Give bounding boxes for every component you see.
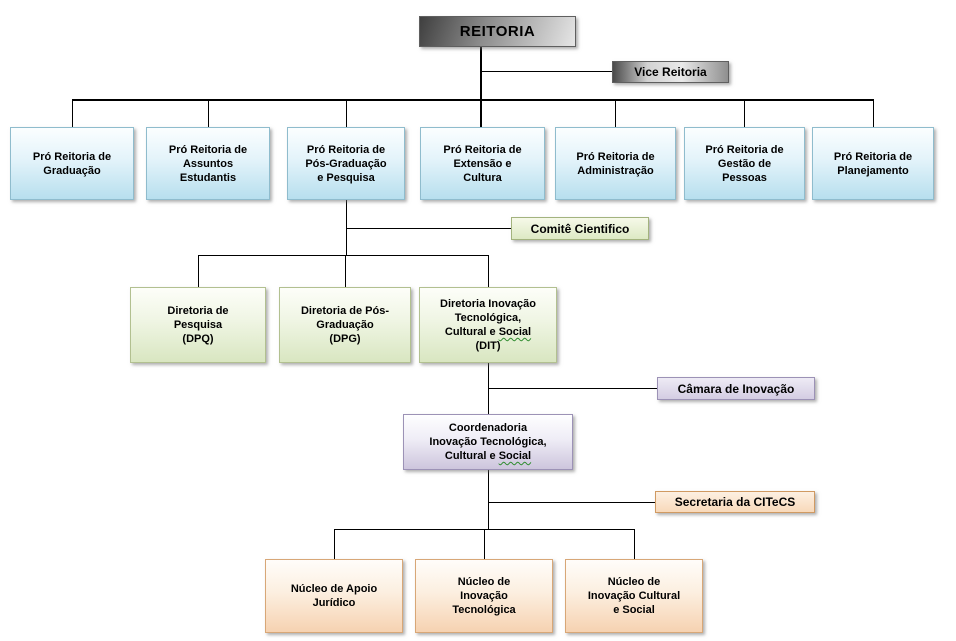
connector-line: [72, 99, 874, 101]
connector-line: [488, 255, 489, 287]
connector-line: [208, 100, 209, 127]
org-node-reitoria: REITORIA: [419, 16, 576, 47]
org-node-vice-reitoria: Vice Reitoria: [612, 61, 729, 83]
connector-line: [744, 100, 745, 127]
org-node-comite-cientifico: Comitê Cientifico: [511, 217, 649, 240]
connector-line: [488, 388, 657, 389]
connector-line: [488, 502, 655, 503]
org-node-label: Comitê Cientifico: [530, 221, 630, 236]
connector-line: [481, 71, 612, 72]
org-node-label: Secretaria da CITeCS: [674, 495, 796, 509]
connector-line: [873, 100, 874, 127]
connector-line: [488, 470, 489, 529]
connector-line: [334, 529, 335, 559]
org-node-diretoria-pos-graduacao-dpg: Diretoria de Pós-Graduação(DPG): [279, 287, 411, 363]
connector-line: [346, 100, 347, 127]
org-node-label: REITORIA: [459, 22, 536, 40]
org-node-label: Câmara de Inovação: [677, 381, 795, 396]
connector-line: [198, 255, 489, 256]
org-node-camara-inovacao: Câmara de Inovação: [657, 377, 815, 400]
org-node-label: Diretoria de Pós-Graduação(DPG): [300, 305, 390, 345]
connector-line: [480, 47, 482, 127]
connector-line: [634, 529, 635, 559]
connector-line: [346, 228, 511, 229]
org-node-label: Vice Reitoria: [634, 65, 707, 79]
org-node-secretaria-citecs: Secretaria da CITeCS: [655, 491, 815, 513]
connector-line: [72, 100, 73, 127]
connector-line: [484, 529, 485, 559]
connector-line: [346, 200, 347, 255]
connector-line: [345, 255, 346, 287]
connector-line: [615, 100, 616, 127]
connector-line: [198, 255, 199, 287]
